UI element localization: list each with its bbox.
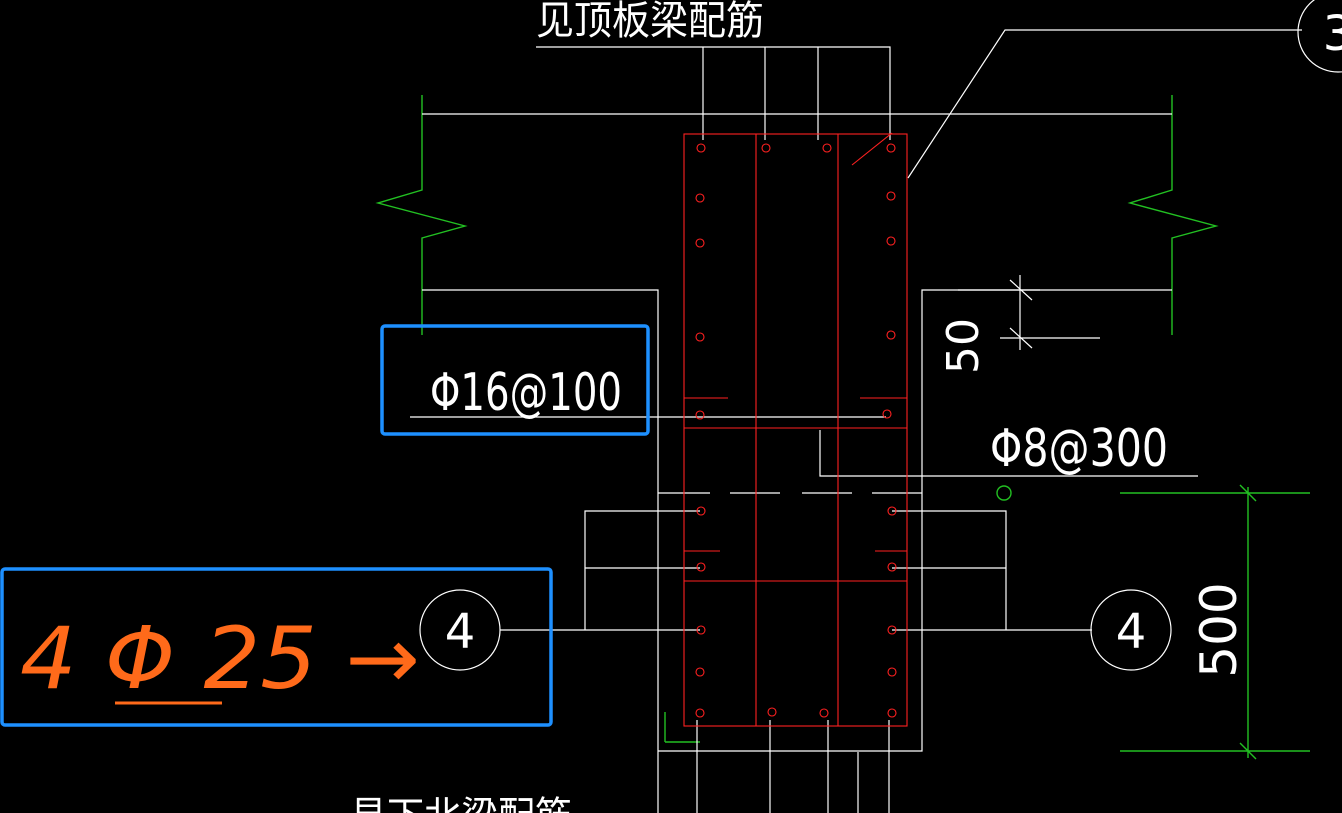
green-break-lines <box>375 95 1310 760</box>
rebar <box>819 708 829 718</box>
rebar <box>695 667 705 677</box>
dim-50-tick-bottom <box>1009 327 1033 349</box>
rebar <box>695 410 705 420</box>
rebar <box>696 625 706 635</box>
column-rebar <box>683 132 908 727</box>
rebar <box>695 332 705 342</box>
bubble-left-circle <box>419 589 501 671</box>
dim-500-tick-bottom <box>1239 742 1257 760</box>
rebar <box>886 143 896 153</box>
callout-left-text: Φ16@100 <box>430 363 622 423</box>
rebar <box>695 238 705 248</box>
left-bracket-leader <box>584 510 700 630</box>
rebar <box>767 707 777 717</box>
bubble-top-circle <box>1297 0 1342 73</box>
bubble-right-circle <box>1090 589 1172 671</box>
dim-500-text: 500 <box>1190 582 1248 677</box>
rebar <box>887 667 897 677</box>
dim-500-tick-top <box>1239 484 1257 502</box>
bubble-top-text: 3 <box>1323 6 1342 62</box>
rebar <box>887 506 897 516</box>
highlight-box-note <box>0 567 553 727</box>
rebar <box>695 708 705 718</box>
bubble-right-text: 4 <box>1116 604 1147 660</box>
bubble-3-leader <box>907 29 1302 179</box>
right-break-line <box>1127 95 1219 335</box>
handwritten-note-text: 4 Φ 25 → <box>20 609 420 709</box>
top-label-underline <box>536 46 891 140</box>
rebar <box>886 330 896 340</box>
green-marker-circle <box>996 485 1012 501</box>
rebar <box>696 143 706 153</box>
slab-bottom-right <box>658 289 1172 752</box>
callout-right-text: Φ8@300 <box>990 419 1168 479</box>
rebar <box>696 562 706 572</box>
rebar <box>761 143 771 153</box>
rebar <box>887 562 897 572</box>
rebar <box>887 625 897 635</box>
bubble-left-text: 4 <box>445 604 476 660</box>
top-label: 见顶板梁配筋 <box>536 0 764 44</box>
rebar <box>882 409 892 419</box>
bottom-label: 見下北梁配筋 <box>350 794 572 813</box>
dim-50-tick-top <box>1009 279 1033 301</box>
hoop-hook-top <box>851 132 893 166</box>
rebar <box>886 191 896 201</box>
right-bracket-leader <box>892 510 1007 630</box>
slab-bottom-left <box>422 289 659 813</box>
highlight-boxes <box>0 324 650 727</box>
highlight-box-callout <box>380 324 650 436</box>
rebar <box>822 143 832 153</box>
rebar <box>887 708 897 718</box>
left-break-line <box>375 95 468 335</box>
rebar <box>695 193 705 203</box>
handwritten-annotation: 4 Φ 25 → <box>20 609 420 709</box>
callout-right-leader <box>819 430 1198 477</box>
column-outline <box>683 133 908 727</box>
rebar <box>696 506 706 516</box>
dim-50-text: 50 <box>938 318 989 374</box>
rebar <box>886 236 896 246</box>
